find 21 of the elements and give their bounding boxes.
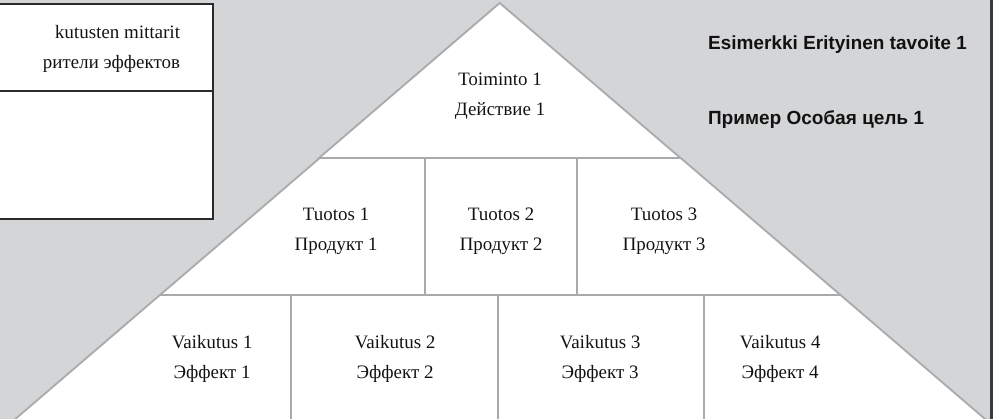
cell-text: Эффект 4 <box>741 361 819 385</box>
cell-text: Tuotos 3 <box>630 203 698 227</box>
cell-text: Продукт 1 <box>294 233 378 257</box>
cell-text: Tuotos 1 <box>302 203 370 227</box>
cell-text: Эффект 3 <box>561 361 639 385</box>
box-text: kutusten mittarit <box>54 20 180 44</box>
heading-text: Esimerkki Erityinen tavoite 1 <box>708 32 968 56</box>
cell-text: Vaikutus 1 <box>172 331 252 355</box>
cell-text: Tuotos 2 <box>468 203 534 227</box>
cell-text: Продукт 2 <box>460 233 542 257</box>
heading-text: Пример Особая цель 1 <box>708 107 925 131</box>
cell-text: Продукт 3 <box>622 233 706 257</box>
cell-text: Vaikutus 3 <box>560 331 640 355</box>
box-text: рители эффектов <box>42 50 180 74</box>
cell-text: Эффект 1 <box>173 361 250 385</box>
text-box <box>0 3 214 220</box>
cell-text: Эффект 2 <box>356 361 434 385</box>
cell-text: Действие 1 <box>454 98 546 122</box>
cell-text: Toiminto 1 <box>458 68 542 92</box>
cell-text: Vaikutus 4 <box>740 331 820 355</box>
cell-text: Vaikutus 2 <box>354 331 436 355</box>
